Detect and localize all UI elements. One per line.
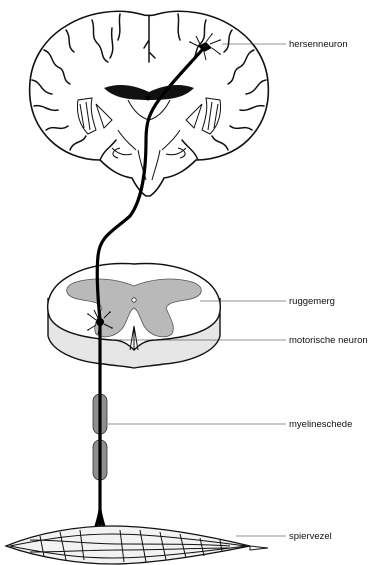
label-muscle-fiber: spiervezel: [289, 531, 332, 542]
label-spinal-cord: ruggemerg: [289, 296, 335, 307]
muscle-fiber: [6, 526, 268, 564]
label-myelin-sheath: myelineschede: [289, 419, 352, 430]
brain-section: [30, 11, 269, 196]
label-motor-neuron: motorische neuron: [289, 335, 368, 346]
label-brain-neuron: hersenneuron: [289, 39, 348, 50]
spinal-cord-section: [48, 264, 221, 368]
